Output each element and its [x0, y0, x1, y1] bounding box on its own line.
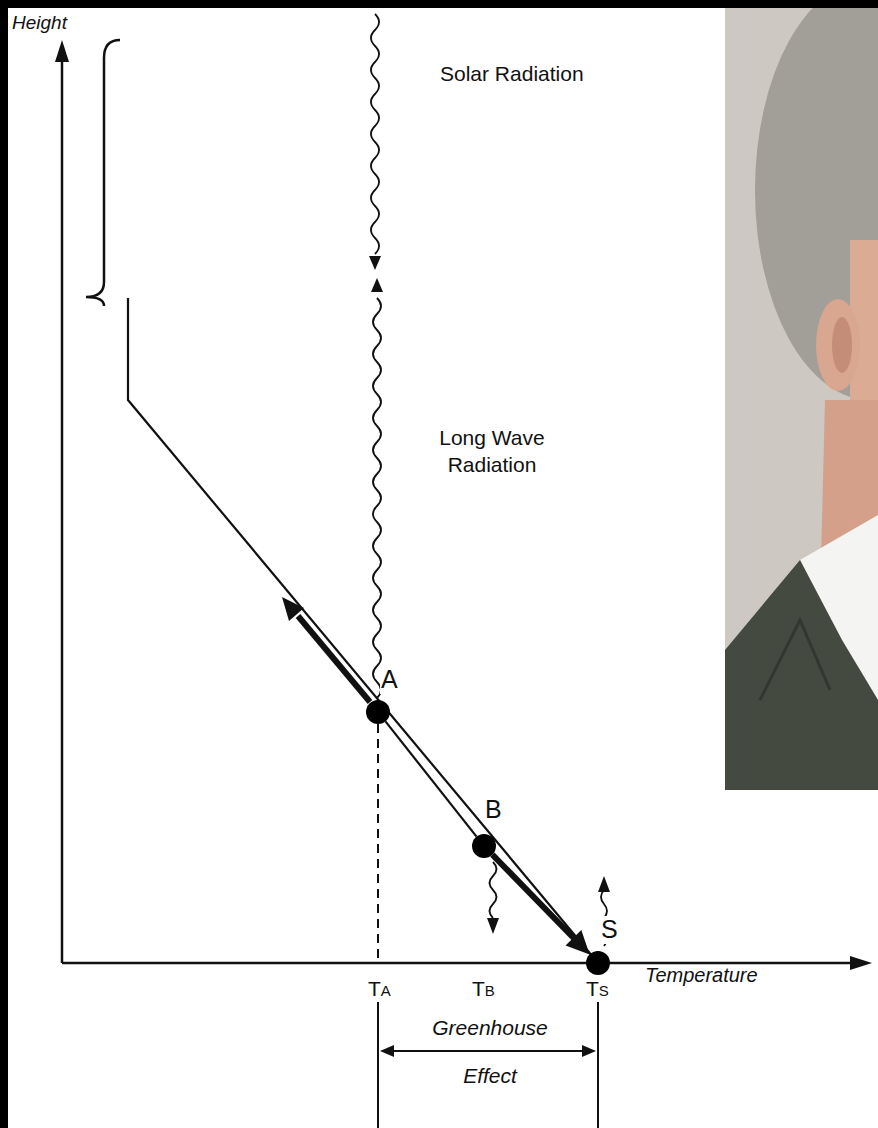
bracket-line	[377, 1002, 379, 1128]
point-label: S	[600, 916, 619, 944]
state-point: B	[472, 834, 496, 858]
point-label: B	[484, 796, 503, 824]
temperature-tick: TS	[586, 978, 609, 999]
point-dot	[586, 951, 610, 975]
bracket-line	[597, 1002, 599, 1128]
bracket-label: Greenhouse Effect	[414, 1004, 566, 1100]
upward-arrow	[282, 597, 370, 702]
dashed-drop-line	[377, 724, 379, 963]
point-dot	[366, 700, 390, 724]
flow-arrow	[492, 855, 589, 955]
axis-label: Temperature	[645, 964, 758, 987]
height-brace	[86, 40, 120, 306]
backradiation-wave	[487, 862, 499, 934]
double-arrow	[380, 1045, 596, 1057]
temperature-tick: TB	[472, 978, 495, 999]
axes	[55, 40, 872, 970]
point-label: A	[380, 666, 399, 694]
profile-segment	[385, 721, 476, 836]
portrait-photo	[725, 8, 878, 790]
axis-label: Height	[12, 12, 67, 34]
radiation-label: Long Wave Radiation	[418, 424, 566, 479]
state-point: A	[366, 700, 390, 724]
longwave-wave	[371, 278, 383, 698]
temperature-tick: TA	[368, 978, 391, 999]
solar-wave	[369, 14, 381, 270]
temperature-profile	[128, 298, 598, 963]
radiation-label: Solar Radiation	[440, 62, 584, 86]
point-dot	[472, 834, 496, 858]
state-point: S	[586, 951, 610, 975]
